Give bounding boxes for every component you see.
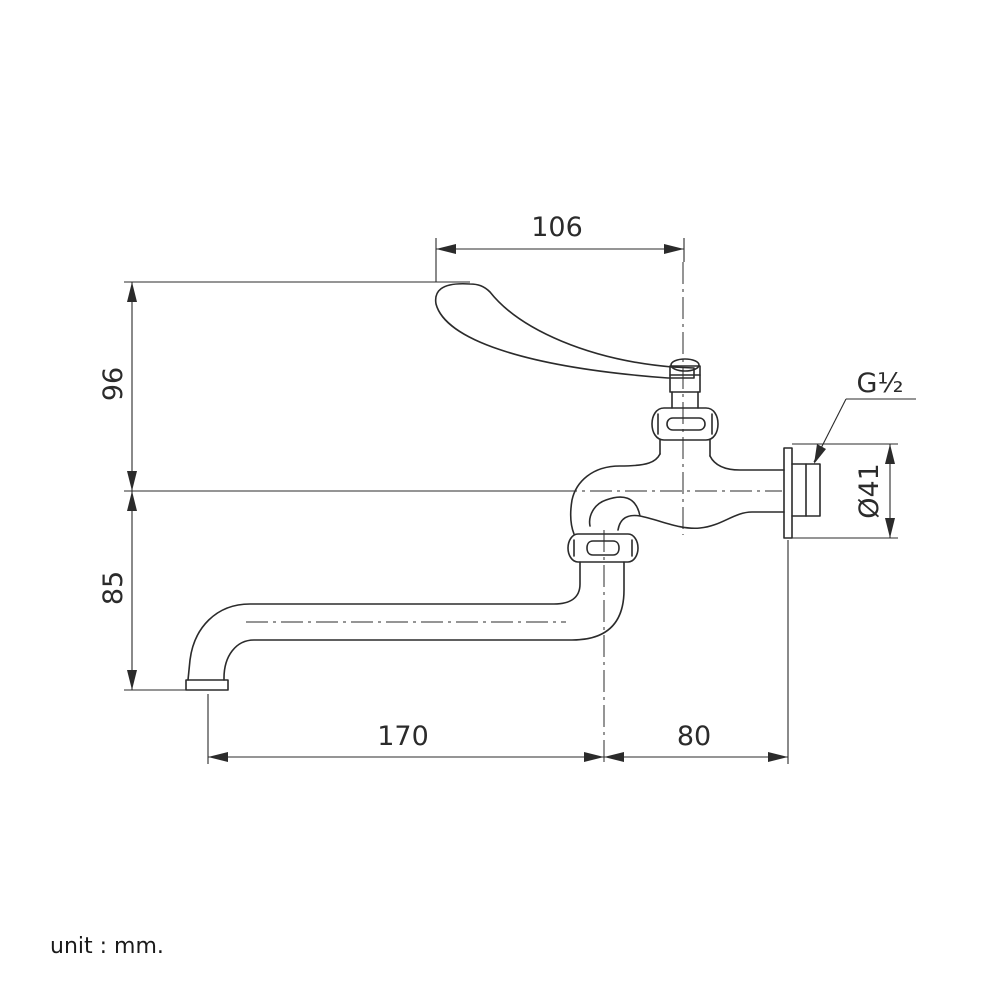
lever-handle — [434, 282, 695, 379]
dimension-labels: 106 96 85 170 80 Ø41 G½ — [98, 212, 904, 752]
dimension-lines — [124, 238, 916, 764]
dim-label-80: 80 — [677, 721, 711, 752]
dim-label-106: 106 — [531, 212, 583, 243]
dim-label-diameter: Ø41 — [854, 463, 885, 519]
spout-tip — [185, 679, 229, 691]
lever-cap — [670, 358, 700, 372]
center-lines — [246, 262, 782, 762]
spout-tube — [187, 561, 625, 681]
dim-label-96: 96 — [98, 367, 129, 401]
valve-stem — [671, 391, 699, 409]
dim-label-thread: G½ — [856, 368, 903, 399]
dim-label-170: 170 — [377, 721, 429, 752]
wall-flange — [783, 447, 793, 539]
head-nut — [651, 407, 719, 441]
swivel-ring — [567, 533, 639, 563]
faucet-outline — [185, 282, 821, 691]
valve-neck — [659, 439, 711, 457]
valve-body — [569, 453, 785, 535]
unit-note: unit : mm. — [50, 934, 164, 959]
dim-label-85: 85 — [98, 571, 129, 605]
lever-pivot — [669, 365, 701, 393]
